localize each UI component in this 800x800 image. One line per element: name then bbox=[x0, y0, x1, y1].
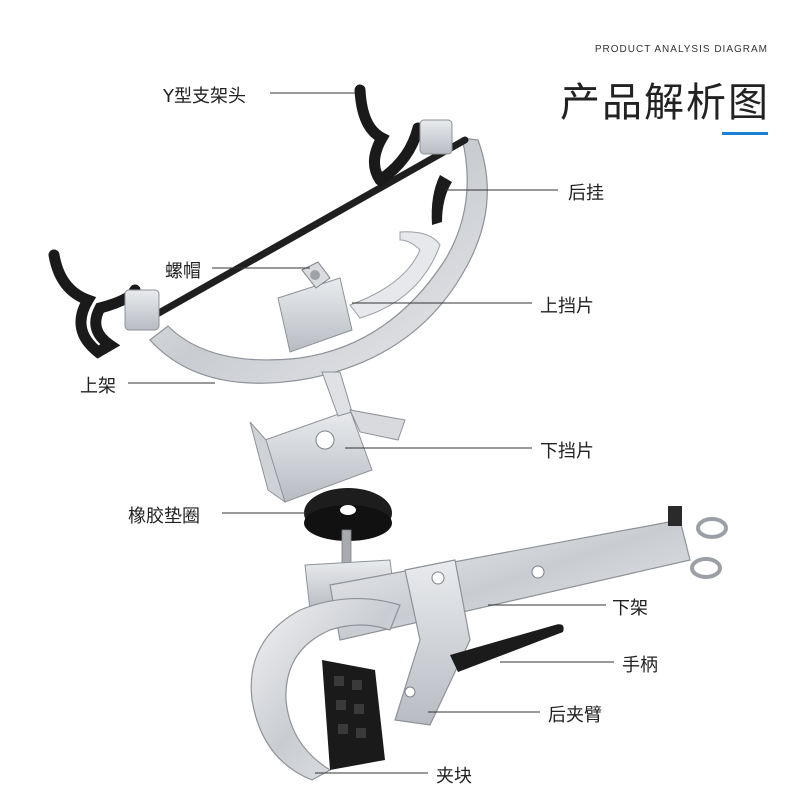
cross-rod bbox=[146, 136, 469, 322]
label-nut: 螺帽 bbox=[165, 261, 201, 282]
rear-hook bbox=[431, 175, 452, 225]
diagram-title: 产品解析图 bbox=[560, 80, 770, 126]
label-upper-frame: 上架 bbox=[80, 376, 116, 397]
lower-plate-part bbox=[249, 371, 406, 504]
y-head-left bbox=[48, 249, 141, 359]
c-clamp-body bbox=[250, 597, 401, 781]
rubber-washer-part bbox=[304, 488, 392, 541]
label-lower-frame: 下架 bbox=[612, 598, 648, 619]
lower-clamp-assembly bbox=[250, 506, 728, 781]
upper-frame bbox=[149, 137, 488, 384]
clamp-block bbox=[322, 660, 385, 770]
label-clamp-block: 夹块 bbox=[436, 766, 472, 787]
rear-clamp-arm bbox=[394, 559, 471, 726]
label-rear-clamp-arm: 后夹臂 bbox=[548, 705, 602, 726]
frame-slot bbox=[349, 231, 441, 319]
upper-plate bbox=[277, 277, 353, 353]
handle bbox=[450, 624, 564, 672]
label-upper-plate: 上挡片 bbox=[540, 296, 594, 317]
left-joint bbox=[124, 289, 160, 331]
label-handle: 手柄 bbox=[622, 655, 658, 676]
end-rings bbox=[668, 506, 728, 579]
label-lower-plate: 下挡片 bbox=[540, 441, 594, 462]
upper-frame-assembly bbox=[48, 84, 488, 384]
right-joint bbox=[419, 119, 453, 155]
label-y-head: Y型支架头 bbox=[163, 86, 246, 107]
label-rubber-washer: 橡胶垫圈 bbox=[128, 506, 200, 527]
title-accent-bar bbox=[722, 132, 768, 135]
callout-lines bbox=[128, 92, 614, 774]
diagram-subtitle: PRODUCT ANALYSIS DIAGRAM bbox=[594, 44, 768, 55]
label-rear-hook: 后挂 bbox=[568, 183, 604, 204]
y-head-right bbox=[354, 84, 424, 186]
